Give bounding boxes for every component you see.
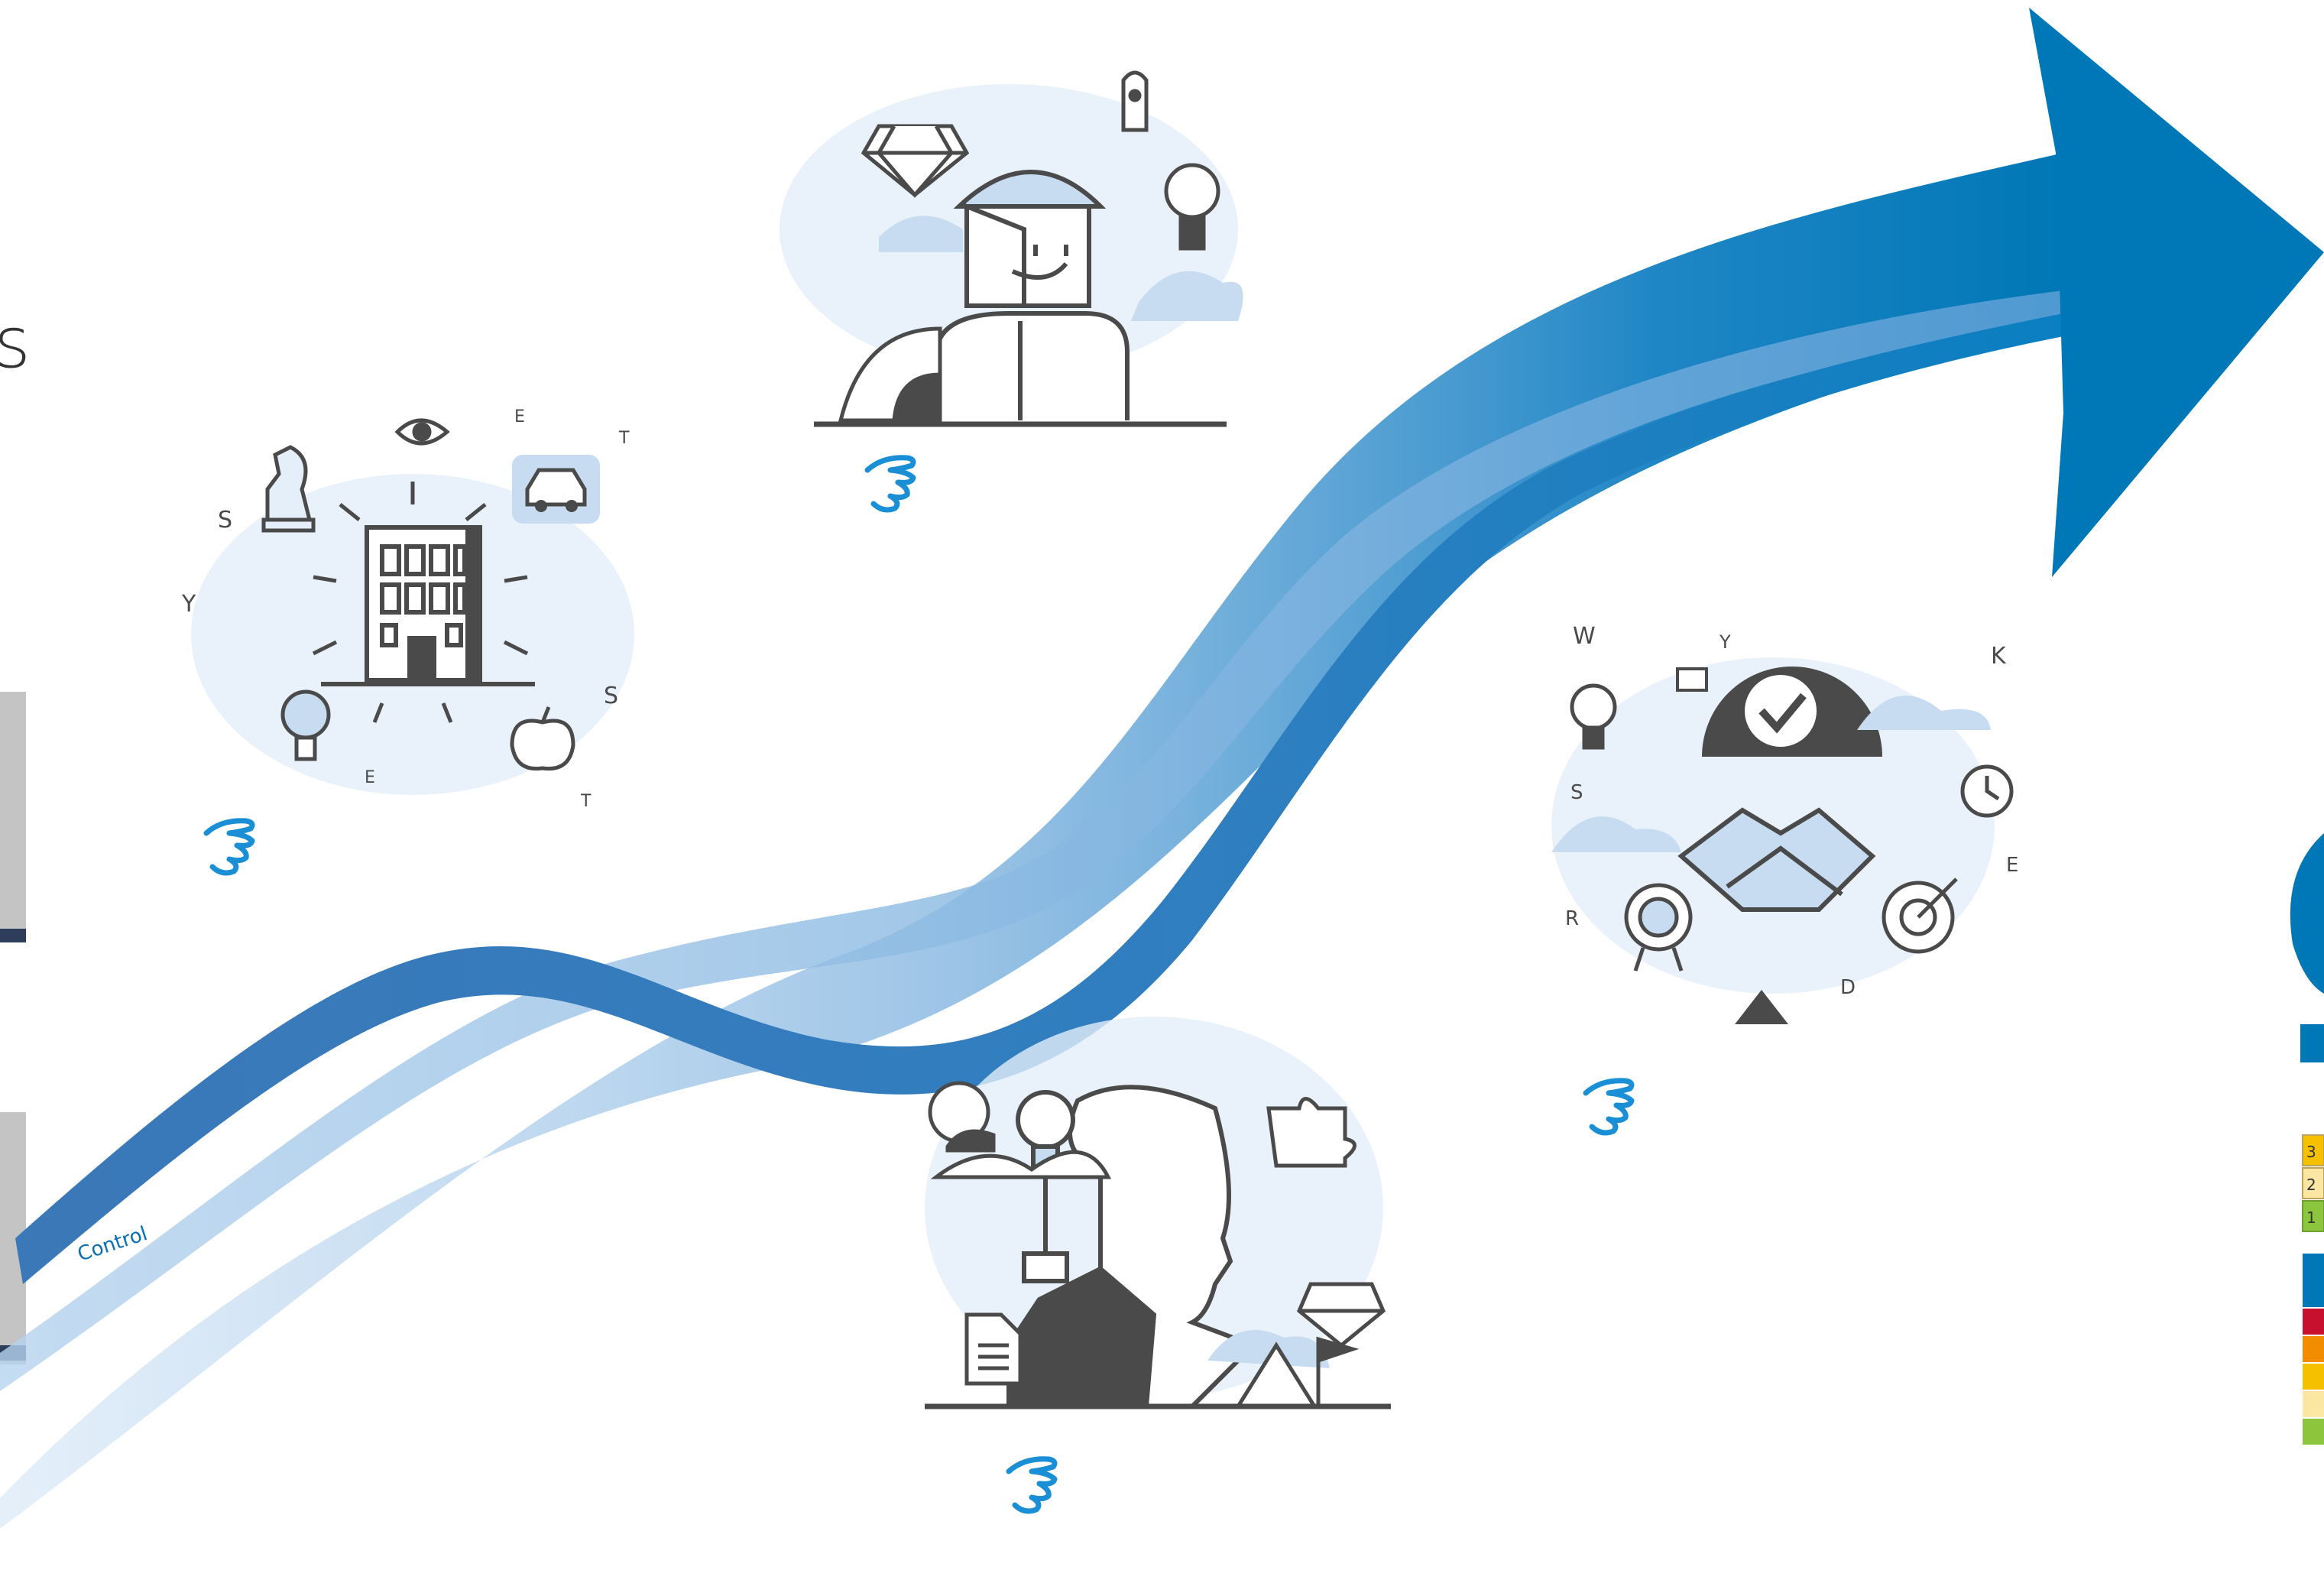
pointing-hand-icon[interactable] [867, 458, 913, 510]
partnership-illustration[interactable]: W Y K S E R D [1551, 623, 2018, 1133]
cloud-icon [1857, 696, 1991, 730]
leader-illustration[interactable] [780, 70, 1243, 510]
letter: S [1570, 781, 1583, 804]
pointing-hand-icon[interactable] [206, 821, 252, 873]
gear-icon [838, 326, 942, 423]
flag-icon [1316, 1336, 1360, 1406]
page-title-fragment: s [0, 302, 31, 384]
award-ribbon-icon [1624, 883, 1693, 972]
arrow-head [2029, 8, 2324, 577]
clock-icon [1960, 764, 2014, 818]
legend-swatch [2302, 1167, 2324, 1199]
photo-thumbnail [0, 692, 26, 940]
radiating-lines [312, 482, 529, 723]
cloud-icon [1551, 816, 1681, 852]
cloud-icon [930, 1150, 1112, 1179]
mountain-icon [1735, 990, 1788, 1024]
legend-swatch [2303, 1309, 2324, 1335]
apple-icon [510, 706, 575, 771]
legend-swatch [2302, 1134, 2324, 1166]
cloud-icon [1131, 271, 1243, 321]
letter: E [514, 407, 525, 427]
diamond-icon [1296, 1282, 1386, 1348]
legend-swatch [2303, 1419, 2324, 1445]
legend-row-label: 1 [2306, 1208, 2316, 1227]
partial-legend-header [2300, 1024, 2324, 1062]
partial-logo-circle [2290, 833, 2324, 994]
gear-icon [928, 1081, 996, 1153]
legend-swatch [2303, 1364, 2324, 1390]
envelope-icon [1676, 667, 1708, 692]
pointing-hand-icon[interactable] [1586, 1081, 1632, 1133]
eye-icon [394, 418, 450, 446]
car-icon [512, 455, 600, 524]
checkmark-badge-icon [1740, 670, 1821, 751]
letter: S [604, 683, 618, 709]
letter: E [2006, 854, 2018, 877]
lightbulb-icon [1164, 163, 1220, 251]
target-icon [1882, 877, 1958, 954]
thinker-illustration[interactable] [925, 1017, 1391, 1511]
legend-swatch [2303, 1391, 2324, 1417]
puzzle-icon [1266, 1097, 1356, 1168]
letter: T [618, 429, 630, 448]
cloud-icon [879, 216, 963, 252]
legend-row-label: 3 [2306, 1143, 2316, 1161]
letter: T [580, 792, 592, 811]
legend-row-label: 2 [2306, 1176, 2316, 1194]
cloud-icon [1207, 1330, 1330, 1368]
organisation-illustration[interactable]: S Y S E E T T [181, 407, 634, 873]
legend-top: 3 2 1 [2302, 1134, 2324, 1232]
chess-knight-icon [261, 445, 316, 533]
letter: K [1991, 643, 2007, 670]
letter: S [218, 507, 232, 534]
photo-thumbnail-edge [0, 929, 26, 942]
letter: Y [181, 591, 196, 618]
legend-swatch [2302, 1200, 2324, 1232]
letter: R [1565, 907, 1579, 930]
document-icon [964, 1312, 1023, 1386]
letter: W [1573, 623, 1596, 650]
letter: E [365, 768, 375, 787]
pointing-hand-icon[interactable] [1009, 1459, 1055, 1511]
diamond-icon [861, 124, 970, 198]
rocket-icon [1121, 70, 1149, 132]
legend-swatch [2303, 1254, 2324, 1307]
legend-bottom [2303, 1254, 2324, 1445]
legend-swatch [2303, 1336, 2324, 1362]
letter: Y [1719, 631, 1731, 653]
lightbulb-icon [280, 689, 331, 761]
letter: D [1840, 976, 1856, 999]
helmet-person-icon [934, 170, 1130, 420]
office-building-icon [321, 525, 535, 686]
lightbulb-icon [1570, 683, 1617, 750]
